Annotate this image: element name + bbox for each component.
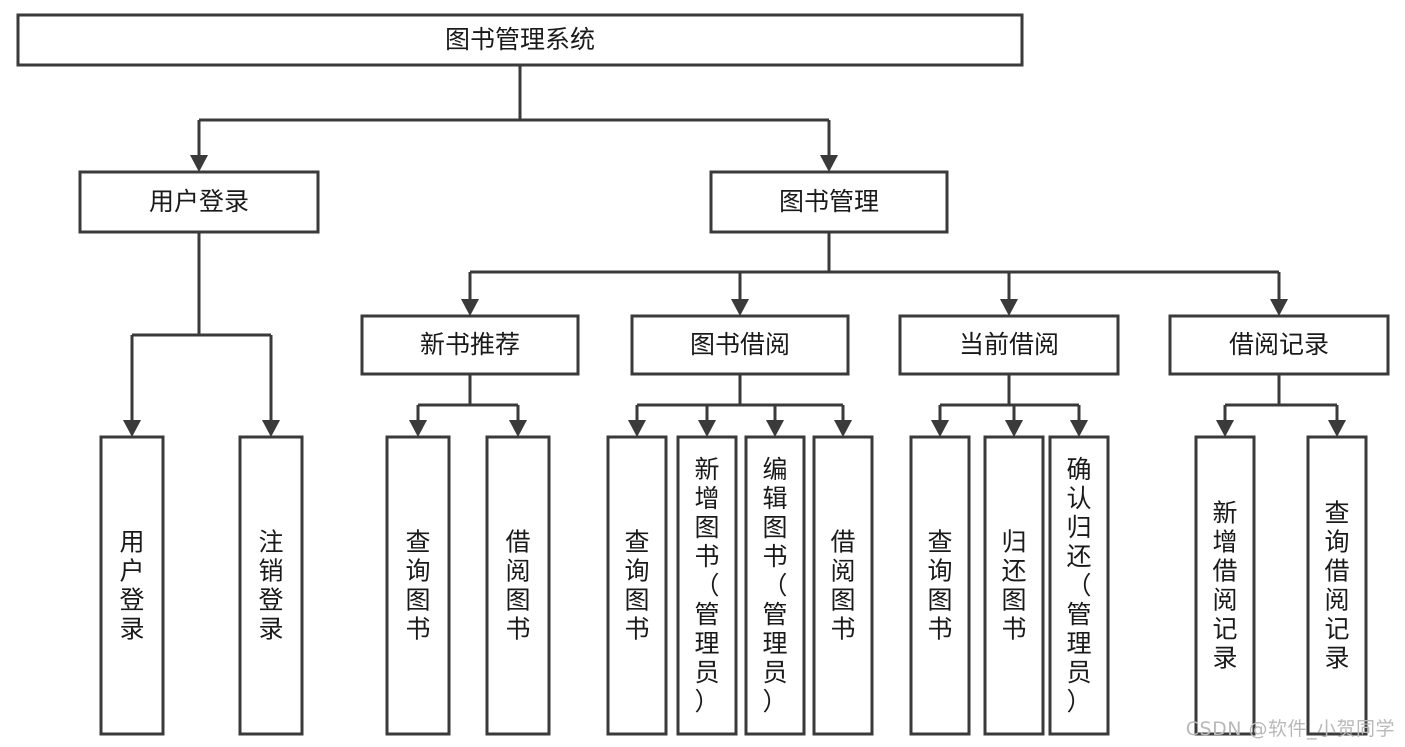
node-label: 新书推荐 [420,330,520,359]
arrow-head-icon [731,299,749,316]
node-label: 图书管理 [779,187,879,216]
node-leaf-borrow-book[interactable]: 借阅图书 [812,435,874,736]
arrow-head-icon [190,155,208,172]
node-label: 借阅图书 [830,528,855,644]
arrow-head-icon [461,299,479,316]
node-box [385,435,451,736]
node-root[interactable]: 图书管理系统 [16,13,1024,67]
arrow-head-icon [698,420,716,437]
node-box [1194,435,1256,736]
node-layer: 图书管理系统用户登录图书管理新书推荐图书借阅当前借阅借阅记录用户登录注销登录查询… [16,13,1390,736]
node-leaf-confirm-return-admin[interactable]: 确认归还（管理员） [1048,435,1110,736]
node-leaf-query-book-current[interactable]: 查询图书 [909,435,971,736]
csdn-watermark: CSDN @软件_小贺同学 [1185,718,1395,740]
arrow-head-icon [834,420,852,437]
arrow-head-icon [1216,420,1234,437]
arrow-head-icon [628,420,646,437]
node-user-login[interactable]: 用户登录 [78,170,320,234]
node-leaf-query-borrow-record[interactable]: 查询借阅记录 [1306,435,1368,736]
arrow-head-icon [931,420,949,437]
node-label: 查询图书 [927,528,952,644]
node-box [99,435,165,736]
node-leaf-add-book-admin[interactable]: 新增图书（管理员） [676,435,738,736]
node-box [360,314,580,376]
connector-layer [123,65,1346,437]
node-leaf-query-book-recommend[interactable]: 查询图书 [385,435,451,736]
arrow-head-icon [1070,420,1088,437]
node-box [238,435,304,736]
arrow-head-icon [1270,299,1288,316]
node-book-manage[interactable]: 图书管理 [709,170,949,234]
node-box [909,435,971,736]
node-leaf-edit-book-admin[interactable]: 编辑图书（管理员） [744,435,806,736]
node-label: 确认归还（管理员） [1066,455,1091,716]
node-box [1306,435,1368,736]
node-box [983,435,1045,736]
node-label: 用户登录 [149,187,249,216]
node-book-borrow[interactable]: 图书借阅 [630,314,850,376]
node-label: 新增借阅记录 [1212,499,1237,673]
node-box [1168,314,1390,376]
node-leaf-borrow-book-recommend[interactable]: 借阅图书 [485,435,551,736]
node-label: 当前借阅 [959,330,1059,359]
node-box [630,314,850,376]
node-leaf-query-book-borrow[interactable]: 查询图书 [606,435,668,736]
arrow-head-icon [1328,420,1346,437]
node-borrow-record[interactable]: 借阅记录 [1168,314,1390,376]
arrow-head-icon [1000,299,1018,316]
node-box [744,435,806,736]
arrow-head-icon [409,420,427,437]
node-label: 图书借阅 [690,330,790,359]
arrow-head-icon [262,420,280,437]
node-leaf-user-logout[interactable]: 注销登录 [238,435,304,736]
node-box [812,435,874,736]
node-box [898,314,1120,376]
node-leaf-add-borrow-record[interactable]: 新增借阅记录 [1194,435,1256,736]
node-label: 图书管理系统 [445,25,595,54]
arrow-head-icon [509,420,527,437]
node-box [676,435,738,736]
node-label: 查询图书 [405,528,430,644]
node-box [709,170,949,234]
node-label: 用户登录 [119,528,144,644]
node-label: 借阅记录 [1229,330,1329,359]
node-leaf-return-book[interactable]: 归还图书 [983,435,1045,736]
arrow-head-icon [820,155,838,172]
arrow-head-icon [1005,420,1023,437]
node-current-borrow[interactable]: 当前借阅 [898,314,1120,376]
node-label: 查询借阅记录 [1324,499,1349,673]
node-box [485,435,551,736]
arrow-head-icon [766,420,784,437]
node-label: 注销登录 [258,528,283,644]
node-label: 新增图书（管理员） [694,455,719,716]
node-label: 借阅图书 [505,528,530,644]
node-label: 查询图书 [624,528,649,644]
arrow-head-icon [123,420,141,437]
node-box [1048,435,1110,736]
node-box [16,13,1024,67]
node-box [606,435,668,736]
node-new-book-recommend[interactable]: 新书推荐 [360,314,580,376]
node-label: 编辑图书（管理员） [762,455,787,716]
node-leaf-user-login[interactable]: 用户登录 [99,435,165,736]
node-label: 归还图书 [1001,528,1026,644]
node-box [78,170,320,234]
